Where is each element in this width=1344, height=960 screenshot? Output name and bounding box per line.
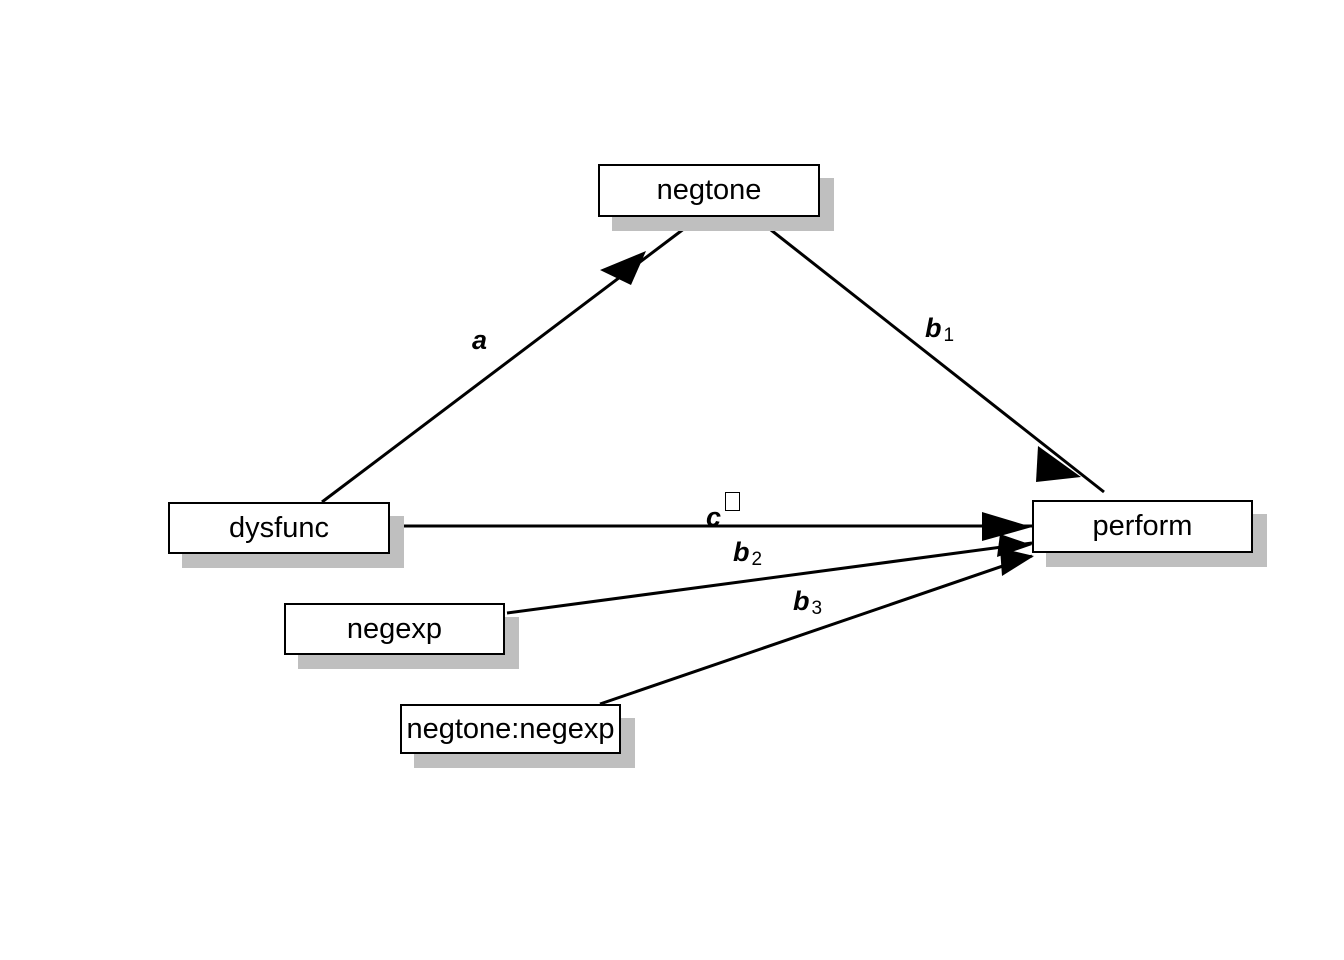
- edge-negtone-to-perform: [756, 217, 1105, 494]
- node-dysfunc[interactable]: dysfunc: [168, 502, 390, 554]
- node-interaction-label: negtone:negexp: [406, 712, 615, 745]
- edge-interaction-to-perform: [599, 548, 1034, 706]
- edge-label-a: a: [472, 327, 487, 354]
- edge-label-b3-base: b: [793, 586, 810, 616]
- node-perform[interactable]: perform: [1032, 500, 1253, 553]
- edge-label-b1-subscript: 1: [943, 325, 955, 347]
- node-negexp-label: negexp: [346, 612, 443, 645]
- node-perform-label: perform: [1092, 510, 1193, 542]
- edge-label-a-base: a: [472, 325, 488, 355]
- node-negtone[interactable]: negtone: [598, 164, 820, 217]
- node-dysfunc-label: dysfunc: [229, 511, 329, 544]
- node-negtone-negexp-interaction[interactable]: negtone:negexp: [400, 704, 621, 754]
- edge-label-b3-subscript: 3: [811, 598, 823, 620]
- node-negtone-label: negtone: [656, 174, 762, 206]
- edge-dysfunc-to-negtone: [321, 226, 686, 504]
- edge-label-b2-base: b: [733, 537, 750, 567]
- edge-dysfunc-to-perform: [392, 512, 1032, 541]
- edge-label-b1-base: b: [925, 313, 942, 343]
- edge-label-b2-subscript: 2: [751, 549, 763, 571]
- node-negexp[interactable]: negexp: [284, 603, 505, 655]
- missing-glyph-box-icon: [725, 492, 741, 511]
- edge-label-c-base: c: [706, 501, 722, 532]
- edge-label-c: c: [706, 492, 741, 532]
- edge-negexp-to-perform: [506, 534, 1033, 615]
